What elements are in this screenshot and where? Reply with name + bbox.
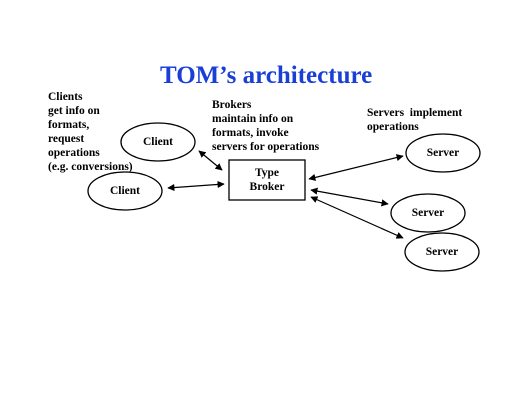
arrow-client1-broker	[198, 150, 223, 171]
arrow-broker-server1	[308, 154, 404, 181]
client-label-1: Client	[142, 136, 174, 148]
server-label-1: Server	[426, 147, 460, 159]
client-node-1	[120, 122, 196, 162]
server-label-3: Server	[425, 246, 459, 258]
page-title: TOM’s architecture	[160, 62, 373, 89]
client-label-2: Client	[109, 185, 141, 197]
type-broker-label: Type Broker	[249, 167, 285, 193]
client-node-2	[87, 171, 163, 211]
servers-note: Servers implement operations	[367, 107, 463, 133]
arrow-client2-broker	[167, 180, 225, 192]
brokers-note: Brokers maintain info on formats, invoke…	[212, 99, 320, 153]
arrow-broker-server3	[310, 196, 404, 239]
server-node-1	[405, 133, 481, 173]
clients-note: Clients get info on formats, request ope…	[48, 91, 133, 173]
server-label-2: Server	[411, 207, 445, 219]
server-node-3	[404, 232, 480, 272]
type-broker-box	[228, 159, 306, 201]
